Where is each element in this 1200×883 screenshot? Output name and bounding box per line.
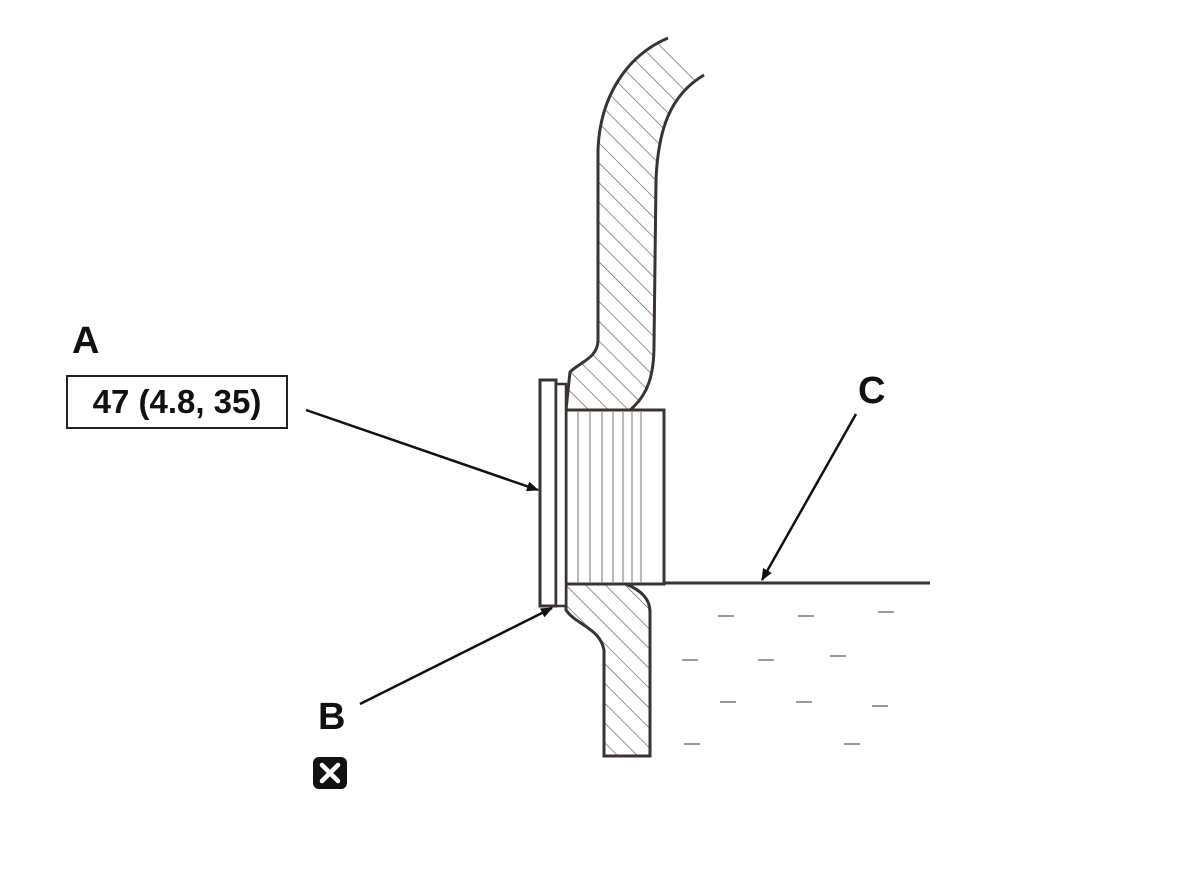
leader-arrow-a: [305, 408, 539, 492]
leader-arrow-b: [359, 606, 553, 706]
plug-head: [538, 378, 558, 608]
torque-spec-box: 47 (4.8, 35): [66, 375, 288, 429]
callout-label-a: A: [72, 320, 100, 362]
housing-wall-lower: [564, 582, 652, 758]
leader-arrow-c: [760, 413, 858, 581]
callout-label-b: B: [318, 696, 346, 738]
sealing-washer: [554, 382, 568, 608]
housing-wall-upper: [564, 36, 705, 412]
plug-thread: [564, 408, 666, 586]
fluid-pattern: [682, 611, 894, 745]
replace-part-icon: [313, 757, 347, 789]
callout-label-c: C: [858, 370, 886, 412]
